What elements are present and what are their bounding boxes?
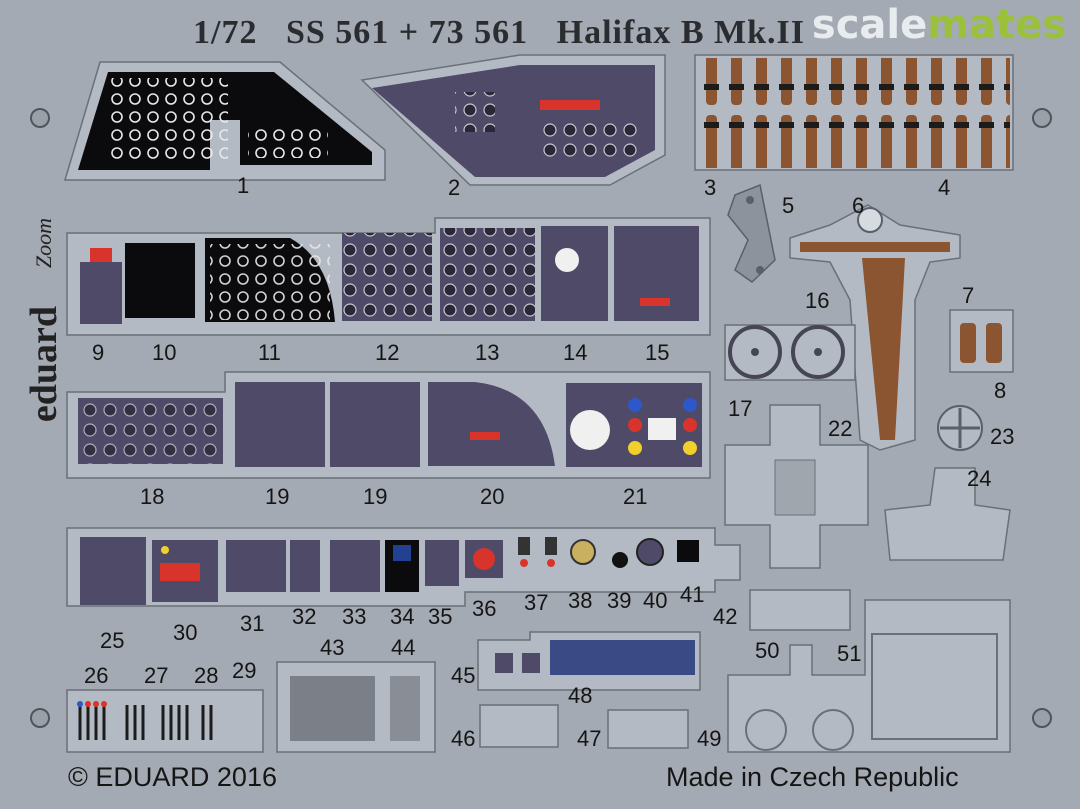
part-number-label: 32 [292,604,317,629]
row-5-parts [66,589,1011,753]
brand-zoom-logo: Zoom [31,217,56,269]
part-number-label: 21 [623,484,648,509]
part-number-label: 13 [475,340,500,365]
row-2-panels [66,217,711,336]
part-number-label: 22 [828,416,853,441]
part-number-label: 19 [363,484,388,509]
part-16-17-wheels [724,324,856,381]
mounting-hole [30,108,50,128]
part-number-label: 48 [568,683,593,708]
part-number-label: 26 [84,663,109,688]
part-number-label: 50 [755,638,780,663]
part-number-label: 42 [713,604,738,629]
part-number-label: 19 [265,484,290,509]
watermark-part1: scale [811,2,928,48]
part-2-side-panel [360,54,666,186]
part-number-label: 8 [994,378,1007,403]
part-number-label: 23 [990,424,1015,449]
part-number-label: 36 [472,596,497,621]
part-number-label: 3 [704,175,717,200]
part-number-label: 31 [240,611,265,636]
part-number-label: 11 [258,340,281,365]
part-number-label: 6 [852,193,865,218]
product-codes: SS 561 + 73 561 [285,14,529,51]
part-number-label: 24 [967,466,992,491]
aircraft-name: Halifax B Mk.II [556,14,805,51]
fret-title: 1/72 SS 561 + 73 561 Halifax B Mk.II [193,14,805,52]
origin-text: Made in Czech Republic [666,762,959,792]
part-24 [884,467,1011,561]
part-number-label: 46 [451,726,476,751]
row-3-panels [66,371,711,479]
part-23 [937,405,983,451]
part-number-label: 14 [563,340,588,365]
part-6-harness [789,204,961,451]
part-number-label: 9 [92,340,105,365]
part-number-label: 5 [782,193,795,218]
mounting-hole [1032,108,1052,128]
part-number-label: 37 [524,590,549,615]
part-5-bracket [727,183,776,283]
watermark-part2: mates [927,2,1066,48]
eduard-brand: eduard Zoom [23,218,65,460]
part-22 [724,404,869,569]
scalemates-watermark: scalemates [812,2,1066,48]
part-number-label: 38 [568,588,593,613]
part-number-label: 25 [100,628,125,653]
part-number-label: 43 [320,635,345,660]
part-1-main-panel [63,61,386,181]
part-3-4-straps [694,54,1014,171]
part-number-label: 27 [144,663,169,688]
part-number-label: 39 [607,588,632,613]
part-number-label: 15 [645,340,670,365]
part-number-label: 10 [152,340,177,365]
part-number-label: 40 [643,588,668,613]
part-number-label: 49 [697,726,722,751]
row-4-panels [66,527,741,607]
part-number-label: 17 [728,396,753,421]
part-number-label: 1 [237,173,250,198]
part-number-label: 41 [680,582,705,607]
part-number-label: 28 [194,663,219,688]
part-number-label: 16 [805,288,830,313]
part-7-8-buckles [949,309,1014,373]
part-number-label: 45 [451,663,476,688]
part-number-label: 30 [173,620,198,645]
scale-label: 1/72 [193,14,258,51]
mounting-hole [1032,708,1052,728]
part-number-label: 35 [428,604,453,629]
part-number-label: 51 [837,641,862,666]
mounting-hole [30,708,50,728]
part-number-label: 12 [375,340,400,365]
part-number-label: 20 [480,484,505,509]
part-number-label: 33 [342,604,367,629]
part-number-label: 47 [577,726,602,751]
part-number-label: 34 [390,604,415,629]
brand-name: eduard [23,305,65,423]
copyright-text: © EDUARD 2016 [68,762,277,792]
part-number-label: 29 [232,658,257,683]
part-number-label: 4 [938,175,951,200]
part-number-label: 2 [448,175,461,200]
part-number-label: 18 [140,484,165,509]
part-number-label: 7 [962,283,975,308]
part-number-label: 44 [391,635,416,660]
